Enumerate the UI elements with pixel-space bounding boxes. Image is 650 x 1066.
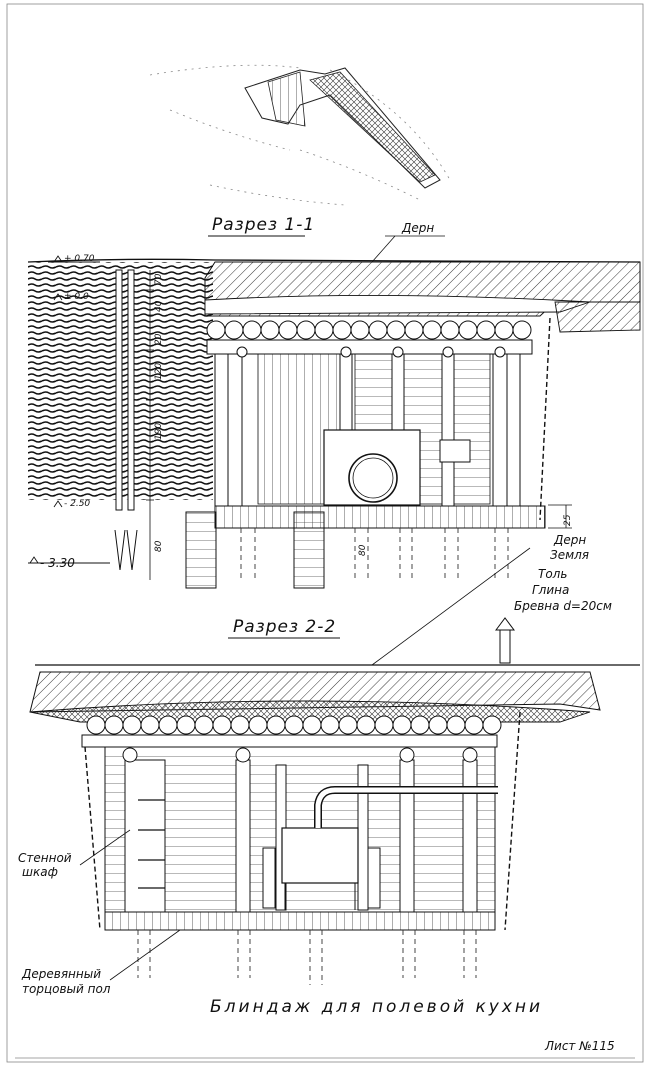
end-grain-floor xyxy=(104,911,496,931)
layer-sod: Дерн xyxy=(553,533,586,547)
elevation-bottom: - 3.30 xyxy=(40,556,75,570)
elevation-mid: - 2.50 xyxy=(64,499,90,509)
sheet-number: Лист №115 xyxy=(544,1039,615,1053)
elevation-top: + 0.70 xyxy=(64,254,95,264)
dim-80-left: 80 xyxy=(154,540,164,552)
roof-logs xyxy=(206,320,532,340)
floor-label-1: Деревянный xyxy=(21,967,101,981)
floor-label-2: торцовый пол xyxy=(22,982,111,996)
layer-logs: Бревна d=20см xyxy=(514,599,612,613)
dim-70: 70 xyxy=(154,273,164,285)
dim-120: 120 xyxy=(154,363,164,380)
wall-cabinet-label-1: Стенной xyxy=(18,851,72,865)
sheet-border xyxy=(6,3,644,1063)
layer-roofing-felt: Толь xyxy=(538,567,567,581)
sod-label: Дерн xyxy=(401,221,434,235)
section-1-drawing xyxy=(27,255,641,589)
perspective-sketch xyxy=(149,64,451,206)
dim-25: 25 xyxy=(563,514,573,526)
earth-mound xyxy=(29,671,601,713)
field-kitchen-stove xyxy=(323,429,471,506)
layer-callout: Дерн Земля Толь Глина Бревна d=20см xyxy=(371,533,612,666)
section-2-drawing xyxy=(29,617,640,985)
kitchen-stove-2 xyxy=(262,786,498,910)
wall-cabinet-label-2: шкаф xyxy=(22,865,58,879)
layer-clay: Глина xyxy=(532,583,569,597)
dim-190: 190 xyxy=(154,423,164,440)
main-title: Блиндаж для полевой кухни xyxy=(210,997,543,1017)
dim-20: 20 xyxy=(154,333,164,345)
dim-80-right: 80 xyxy=(358,544,368,556)
roof-logs-2 xyxy=(86,715,502,735)
dim-40: 40 xyxy=(154,300,164,312)
section-2-title: Разрез 2-2 xyxy=(233,617,336,637)
elevation-zero: ± 0.0 xyxy=(64,292,89,302)
floor-blocks xyxy=(214,505,546,529)
section-1-title: Разрез 1-1 xyxy=(212,215,315,235)
layer-earth: Земля xyxy=(550,548,589,562)
